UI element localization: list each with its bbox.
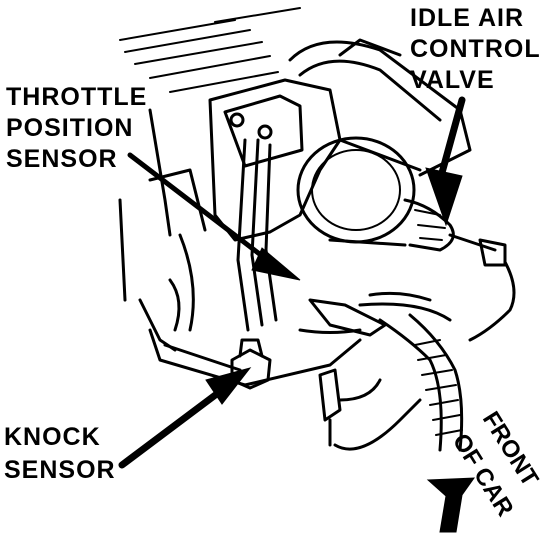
tps-arrow	[127, 152, 301, 281]
idle-air-control-valve-label: IDLE AIR CONTROL VALVE	[410, 6, 541, 99]
label-line: SENSOR	[4, 456, 116, 484]
label-line: VALVE	[410, 66, 495, 94]
front-arrow	[426, 477, 475, 533]
label-line: THROTTLE	[6, 83, 148, 111]
iac-arrow	[425, 96, 466, 227]
wiring-harness	[298, 260, 516, 452]
label-line: POSITION	[6, 114, 134, 142]
connector	[318, 368, 422, 451]
label-line: CONTROL	[410, 35, 541, 63]
intake-cover	[119, 7, 301, 93]
throttle-position-sensor-label: THROTTLE POSITION SENSOR	[6, 85, 147, 178]
knock-sensor-label: KNOCK SENSOR	[4, 425, 116, 491]
idle-air-control-valve	[296, 136, 507, 267]
label-line: KNOCK	[4, 423, 101, 451]
label-line: IDLE AIR	[410, 4, 525, 32]
knock-arrow	[118, 367, 252, 469]
label-line: SENSOR	[6, 145, 118, 173]
